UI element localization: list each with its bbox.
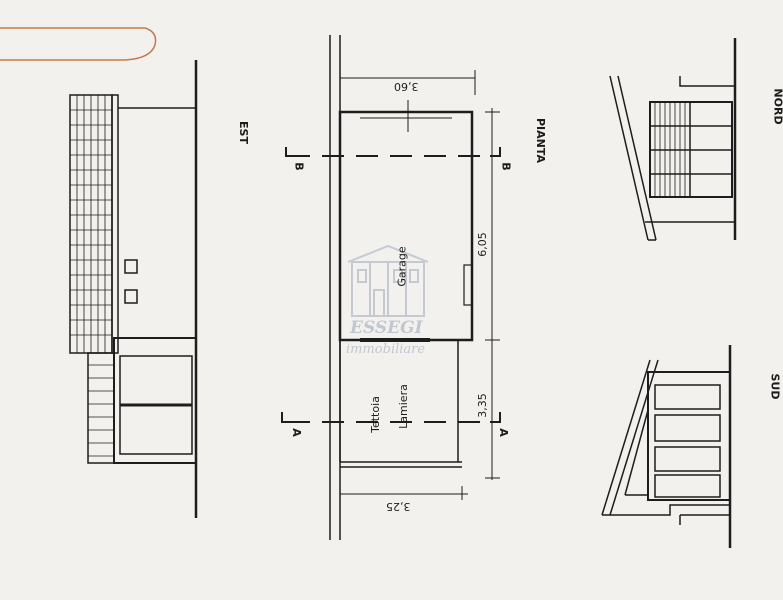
- lamiera-label: Lamiera: [396, 384, 410, 429]
- watermark-brand: ESSEGI: [350, 318, 423, 338]
- section-b-right: B: [499, 162, 513, 171]
- south-elevation: [601, 345, 732, 548]
- garage-label: Garage: [395, 246, 409, 287]
- paper-strip: [0, 27, 157, 61]
- plan-view: [281, 35, 501, 540]
- north-label: NORD: [771, 88, 783, 125]
- dimension-garage-length: 6,05: [475, 232, 489, 257]
- dimension-tettoia-length: 3,35: [475, 393, 489, 418]
- dimension-width-top: 3,60: [394, 80, 419, 93]
- tettoia-label: Tettoia: [368, 396, 382, 433]
- roof-tiles: [70, 95, 114, 457]
- section-a-right: A: [496, 428, 510, 437]
- section-a-left: A: [289, 428, 303, 437]
- dimension-width-bottom: 3,25: [386, 500, 411, 513]
- north-elevation: [609, 38, 737, 241]
- plan-label: PIANTA: [534, 117, 548, 164]
- east-elevation: [69, 60, 198, 518]
- watermark-subtitle: immobiliare: [346, 342, 426, 357]
- section-b-left: B: [292, 162, 306, 171]
- watermark-house-icon: [347, 244, 429, 317]
- south-label: SUD: [768, 373, 782, 400]
- east-label: EST: [236, 121, 250, 144]
